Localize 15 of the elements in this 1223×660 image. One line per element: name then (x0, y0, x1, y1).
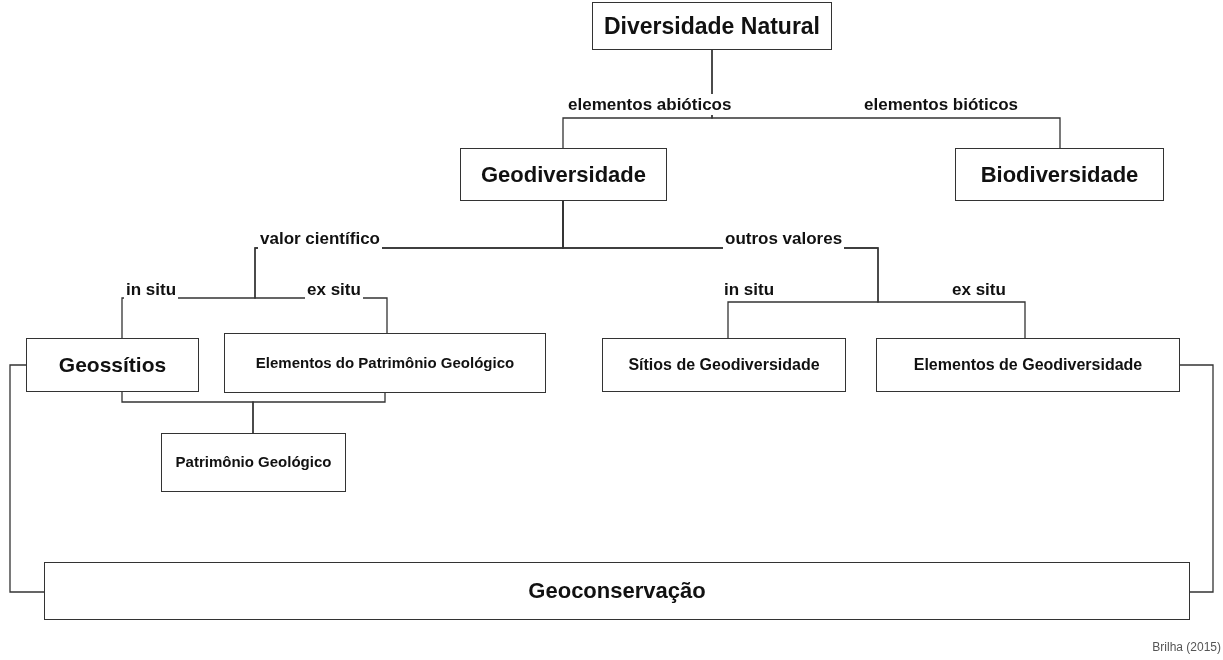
concept-box: Elementos de Geodiversidade (876, 338, 1180, 392)
connector-line (1179, 364, 1214, 593)
connector-line (9, 364, 45, 593)
concept-box: Biodiversidade (955, 148, 1164, 201)
concept-box: Patrimônio Geológico (161, 433, 346, 492)
concept-box: Sítios de Geodiversidade (602, 338, 846, 392)
concept-box: Elementos do Patrimônio Geológico (224, 333, 546, 393)
edge-label: elementos abióticos (566, 94, 734, 116)
source-caption: Brilha (2015) (1152, 639, 1221, 656)
concept-box: Geossítios (26, 338, 199, 392)
concept-box: Geoconservação (44, 562, 1190, 620)
connector-line (252, 392, 386, 434)
concept-box: Diversidade Natural (592, 2, 832, 50)
connector-line (711, 49, 1061, 149)
concept-box: Geodiversidade (460, 148, 667, 201)
